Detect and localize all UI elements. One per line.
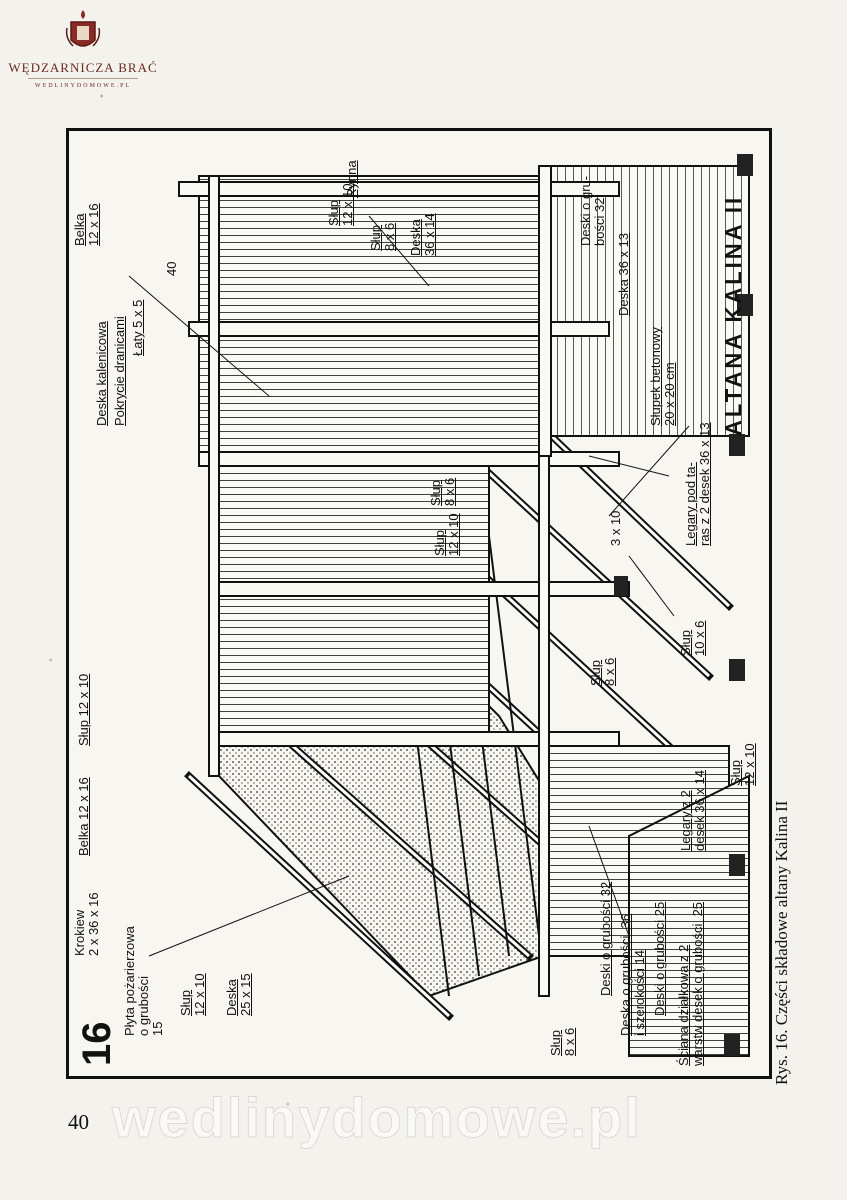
label-deski-grub-32: Deski o grubości 32 [598, 881, 613, 996]
label-deska-grub-36: Deska o grubości 36 i szerokości 14 [618, 913, 647, 1036]
figure-number: 16 [75, 1021, 119, 1067]
crest-icon [65, 10, 101, 47]
brand-name: WĘDZARNICZA BRAĆ [8, 60, 158, 75]
figure-caption: Rys. 16. Części składowe altany Kalina I… [772, 800, 791, 1085]
logo-divider [28, 78, 138, 79]
label-legary-low: Legary z 2 desek 36 x 14 [678, 770, 707, 851]
figure-title: ALTANA KALINA II [721, 194, 746, 436]
label-slupek-betonowy: Słupek betonowy 20 x 20 cm [648, 326, 677, 426]
label-dim-40: 40 [164, 261, 179, 276]
label-deski-grub-25: Deski o grubości 25 [652, 901, 667, 1016]
label-belka-left: Belka 12 x 16 [76, 777, 91, 856]
label-dim-3x10: 3 x 10 [608, 510, 623, 546]
label-pokrycie: Pokrycie dranicami [112, 316, 127, 426]
label-deska-25x15: Deska 25 x 15 [224, 973, 253, 1016]
figure-rotated: 16 ALTANA KALINA II Belka 12 x 16 Rynna … [69, 131, 769, 1076]
label-krokiew: Krokiew 2 x 36 x 16 [72, 892, 101, 956]
site-logo[interactable]: WĘDZARNICZA BRAĆ WEDLINYDOMOWE.PL [8, 8, 158, 89]
label-slup-12x10-br: Słup 12 x 10 [728, 743, 757, 786]
label-plyta: Płyta pożarierzowa o grubości 15 [122, 926, 165, 1036]
label-slup-10x6: Słup 10 x 6 [678, 620, 707, 656]
figure-frame: 16 ALTANA KALINA II Belka 12 x 16 Rynna … [66, 128, 772, 1079]
brand-site: WEDLINYDOMOWE.PL [34, 83, 132, 89]
label-slup-12x10-top: Słup 12 x 10 [326, 183, 355, 226]
label-sciana: Ściana działkowa z 2 warstw desek o grub… [676, 901, 705, 1066]
label-slup-12x10-mid: Słup 12 x 10 [432, 513, 461, 556]
label-deski-32: Deski o gru- bości 32 [578, 175, 607, 246]
watermark: wedlinydomowe.pl [112, 1086, 642, 1150]
page-number: 40 [68, 1110, 89, 1134]
label-deska-36x14: Deska 36 x 14 [408, 213, 437, 256]
gazebo-drawing [128, 154, 753, 1057]
label-slup-12x10-left: Słup 12 x 10 [76, 673, 91, 746]
label-belka-top: Belka 12 x 16 [72, 203, 101, 246]
label-slup-8x6-top: Słup 8 x 6 [368, 222, 397, 251]
label-deska-36x13: Deska 36 x 13 [616, 232, 631, 316]
label-deska-kalenicowa: Deska kalenicowa [94, 321, 109, 426]
label-laty: Łaty 5 x 5 [130, 299, 145, 356]
label-legary-top: Legary pod ta- ras z 2 desek 36 x 13 [683, 422, 712, 546]
label-slup-12x10-bl: Słup 12 x 10 [178, 973, 207, 1016]
label-slup-8x6-bl: Słup 8 x 6 [548, 1027, 577, 1056]
label-slup-8x6-low: Słup 8 x 6 [588, 657, 617, 686]
label-slup-8x6-mid: Słup 8 x 6 [428, 477, 457, 506]
